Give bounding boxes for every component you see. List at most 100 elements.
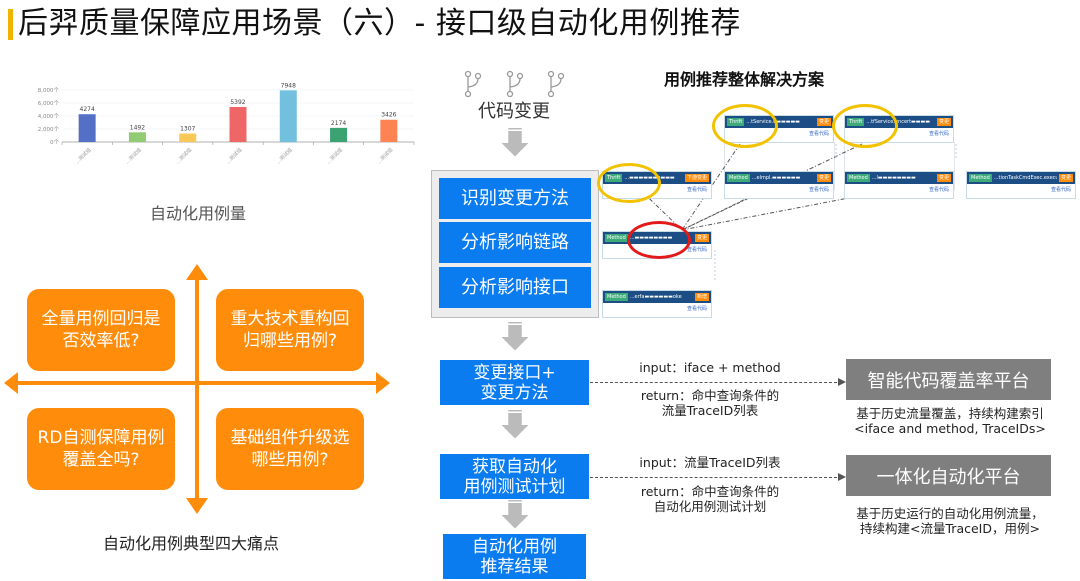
highlight-ring-red — [627, 221, 691, 259]
data-label: 5392 — [230, 99, 245, 106]
x-tick-label: …测试组 — [275, 146, 294, 165]
node-type-tag: Method — [605, 234, 628, 242]
call-chain-connectors — [629, 143, 957, 280]
x-tick-label: …测试组 — [174, 146, 193, 165]
view-code-link[interactable]: 查看代码 — [928, 187, 949, 193]
view-code-link[interactable]: 查看代码 — [808, 131, 829, 137]
page-title: 后羿质量保障应用场景（六）- 接口级自动化用例推荐 — [18, 6, 741, 41]
card-header: Method ...erfa▬▬▬▬▬▬oke 新增 — [603, 291, 711, 303]
code-node-card: Method ...elmpl.▬▬▬▬▬▬ 变更 查看代码 — [724, 171, 834, 199]
data-label: 1307 — [180, 126, 195, 133]
x-tick-label: …测试组 — [73, 146, 92, 165]
bar — [128, 132, 146, 142]
node-type-tag: Method — [969, 174, 992, 182]
x-tick-label: …测试组 — [224, 146, 243, 165]
view-code-link[interactable]: 查看代码 — [808, 187, 829, 193]
arrow-down-icon — [501, 128, 529, 157]
node-name: ...elmpl.▬▬▬▬▬▬ — [751, 175, 801, 181]
arrow-right-icon — [838, 473, 846, 481]
node-name: ...tfService.uncert▬▬▬▬ — [866, 119, 930, 125]
change-status-button[interactable]: 变更 — [1058, 174, 1073, 182]
highlight-ring-yellow — [832, 104, 898, 148]
y-tick-label: 6,000个 — [38, 100, 60, 107]
io2-return: return：命中查询条件的 自动化用例测试计划 — [640, 484, 780, 514]
bar — [380, 119, 398, 142]
node-name: ...erfa▬▬▬▬▬▬oke — [629, 294, 682, 300]
data-label: 7948 — [281, 82, 296, 89]
bar — [179, 133, 197, 142]
pain-point-top-right: 重大技术重构回归哪些用例? — [216, 289, 364, 371]
data-label: 2174 — [331, 120, 346, 127]
git-branch-icon — [464, 70, 482, 98]
change-status-button[interactable]: 变更 — [936, 174, 951, 182]
pain-point-text: 重大技术重构回归哪些用例? — [230, 309, 350, 351]
step-analyze-impact-interface: 分析影响接口 — [439, 267, 591, 308]
view-code-link[interactable]: 查看代码 — [686, 306, 707, 312]
arrow-left-icon — [4, 372, 18, 394]
pain-point-top-left: 全量用例回归是否效率低? — [27, 289, 175, 371]
pain-point-bottom-right: 基础组件升级选哪些用例? — [216, 408, 364, 490]
change-status-button[interactable]: 变更 — [694, 234, 709, 242]
y-tick-label: 4,000个 — [38, 113, 60, 120]
title-accent-bar — [8, 9, 13, 40]
step-get-test-plan: 获取自动化 用例测试计划 — [440, 454, 589, 499]
view-code-link[interactable]: 查看代码 — [928, 131, 949, 137]
node-type-tag: Method — [605, 293, 628, 301]
x-tick-label: …测试组 — [124, 146, 143, 165]
pain-point-text: 基础组件升级选哪些用例? — [230, 428, 350, 470]
y-tick-label: 2,000个 — [38, 126, 60, 133]
bar — [279, 90, 297, 142]
solution-title: 用例推荐整体解决方案 — [664, 70, 825, 89]
view-code-link[interactable]: 查看代码 — [1050, 187, 1071, 193]
arrow-down-icon — [501, 322, 529, 351]
automation-platform: 一体化自动化平台 — [846, 455, 1051, 496]
code-node-card: Method ...erfa▬▬▬▬▬▬oke 新增 查看代码 — [602, 290, 712, 318]
automation-platform-desc: 基于历史运行的自动化用例流量， 持续构建<流量TraceID，用例> — [856, 506, 1044, 536]
connector-line — [590, 477, 842, 478]
io1-input: input：iface + method — [639, 360, 781, 375]
arrow-down-icon — [501, 500, 529, 529]
bar — [229, 106, 247, 142]
node-type-tag: Method — [727, 174, 750, 182]
arrow-right-icon — [376, 372, 390, 394]
card-header: Method ...l▬▬▬▬▬▬▬▬ 变更 — [845, 172, 953, 184]
data-label: 3426 — [381, 112, 396, 119]
change-status-button[interactable]: 变更 — [816, 118, 831, 126]
arrow-down-icon — [186, 498, 208, 514]
git-branch-icon — [506, 70, 524, 98]
code-coverage-platform-desc: 基于历史流量覆盖，持续构建索引 <iface and method, Trace… — [854, 406, 1046, 436]
step-identify-changed-method: 识别变更方法 — [439, 178, 591, 219]
arrow-up-icon — [186, 264, 208, 280]
node-name: ...l▬▬▬▬▬▬▬▬ — [871, 175, 916, 181]
node-name: ...tionTaskCmdExec.execute — [993, 175, 1057, 181]
bar — [78, 114, 96, 142]
quadrant-axes — [4, 264, 390, 514]
io2-input: input：流量TraceID列表 — [639, 455, 781, 470]
data-label: 4274 — [80, 106, 95, 113]
highlight-ring-yellow — [597, 163, 661, 203]
pain-points-caption: 自动化用例典型四大痛点 — [103, 534, 280, 553]
view-code-link[interactable]: 查看代码 — [686, 247, 707, 253]
view-code-link[interactable]: 查看代码 — [686, 187, 707, 193]
arrow-down-icon — [501, 410, 529, 439]
connector-line — [590, 382, 842, 383]
pain-point-bottom-left: RD自测保障用例覆盖全吗? — [27, 408, 175, 490]
code-node-card: Method ...tionTaskCmdExec.execute 变更 查看代… — [966, 171, 1076, 199]
pain-point-text: RD自测保障用例覆盖全吗? — [37, 428, 165, 470]
chart-caption: 自动化用例量 — [150, 204, 247, 223]
change-status-button[interactable]: 新增 — [694, 293, 709, 301]
pain-point-text: 全量用例回归是否效率低? — [41, 309, 161, 351]
git-branch-icon — [547, 70, 565, 98]
step-recommend-result: 自动化用例 推荐结果 — [443, 534, 586, 579]
x-tick-label: …测试组 — [325, 146, 344, 165]
change-status-button[interactable]: 变更 — [816, 174, 831, 182]
arrow-right-icon — [838, 378, 846, 386]
card-header: Method ...tionTaskCmdExec.execute 变更 — [967, 172, 1075, 184]
code-coverage-platform: 智能代码覆盖率平台 — [846, 359, 1051, 400]
change-status-button[interactable]: 变更 — [936, 118, 951, 126]
change-status-button[interactable]: 下游变更 — [684, 174, 709, 182]
highlight-ring-yellow — [712, 104, 778, 148]
bar — [330, 127, 348, 142]
io1-return: return：命中查询条件的 流量TraceID列表 — [640, 388, 780, 418]
